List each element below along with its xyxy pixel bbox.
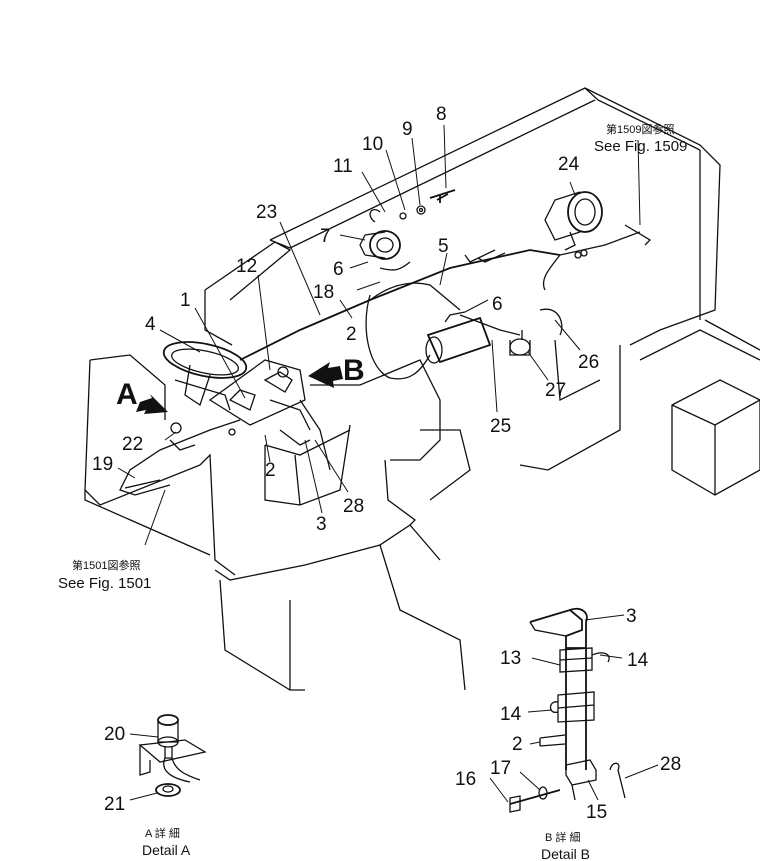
callout-6-left: 6: [333, 259, 344, 280]
detail-a: 20 21 A 詳 細 Detail A: [104, 714, 207, 858]
callout-8: 8: [436, 104, 447, 125]
steering-wheel: [162, 341, 248, 411]
control-console: [208, 359, 311, 431]
callout-5: 5: [438, 236, 449, 257]
callout-2-main: 2: [346, 324, 357, 345]
part-27-component: [509, 308, 563, 356]
callout-6-right: 6: [492, 294, 503, 315]
detail-a-title-jp: A 詳 細: [145, 826, 180, 840]
callout-22: 22: [122, 434, 143, 455]
callout-2-detail: 2: [512, 734, 523, 755]
detail-b: 3 13 14 14 2 17 16 15 28 B 詳 細 Detail B: [455, 606, 681, 861]
callout-18: 18: [313, 282, 334, 303]
callout-28-detail: 28: [660, 754, 681, 775]
part-5-component: [425, 311, 492, 364]
callout-numbers: 1 4 12 23 2 2 3 28 11 10 9 8 7 6 18 5 6 …: [92, 104, 599, 535]
callout-15: 15: [586, 802, 607, 823]
callout-14-lower: 14: [500, 704, 522, 725]
ref-1501-en: See Fig. 1501: [58, 575, 151, 592]
left-harness: [119, 419, 241, 496]
view-label-b: B: [343, 354, 365, 387]
callout-17: 17: [490, 758, 511, 779]
ref-1501-jp: 第1501図参照: [72, 558, 140, 572]
callout-24: 24: [558, 154, 580, 175]
detail-b-title-jp: B 詳 細: [545, 830, 580, 844]
reference-fig-1501: 第1501図参照 See Fig. 1501: [58, 558, 151, 592]
callout-16: 16: [455, 769, 476, 790]
view-label-a: A: [116, 378, 138, 411]
callout-9: 9: [402, 119, 413, 140]
callout-26: 26: [578, 352, 599, 373]
detail-b-title-en: Detail B: [541, 846, 590, 861]
callout-1: 1: [180, 290, 191, 311]
callout-2-lower: 2: [265, 460, 276, 481]
detail-a-title-en: Detail A: [142, 842, 191, 858]
view-arrow-a: A: [116, 378, 168, 414]
machine-body: [84, 87, 760, 691]
callout-10: 10: [362, 134, 383, 155]
wiring-harness: [239, 224, 652, 471]
callout-12: 12: [236, 256, 257, 277]
callout-27: 27: [545, 380, 566, 401]
part-24-lamp: [544, 191, 603, 251]
callout-4: 4: [145, 314, 156, 335]
view-arrow-b: B: [308, 354, 365, 388]
ref-1509-en: See Fig. 1509: [594, 138, 687, 155]
callout-11: 11: [333, 156, 353, 177]
callout-7: 7: [320, 226, 331, 247]
callout-28-main: 28: [343, 496, 364, 517]
part-7-assembly: [359, 189, 456, 260]
callout-25: 25: [490, 416, 511, 437]
callout-19: 19: [92, 454, 113, 475]
callout-21: 21: [104, 794, 125, 815]
callout-13: 13: [500, 648, 521, 669]
callout-3-detail: 3: [626, 606, 637, 627]
leader-lines: [117, 124, 641, 546]
callout-3-main: 3: [316, 514, 327, 535]
reference-fig-1509: 第1509図参照 See Fig. 1509: [594, 122, 687, 155]
ref-1509-jp: 第1509図参照: [606, 122, 674, 136]
callout-20: 20: [104, 724, 125, 745]
callout-14-upper: 14: [627, 650, 649, 671]
callout-23: 23: [256, 202, 277, 223]
